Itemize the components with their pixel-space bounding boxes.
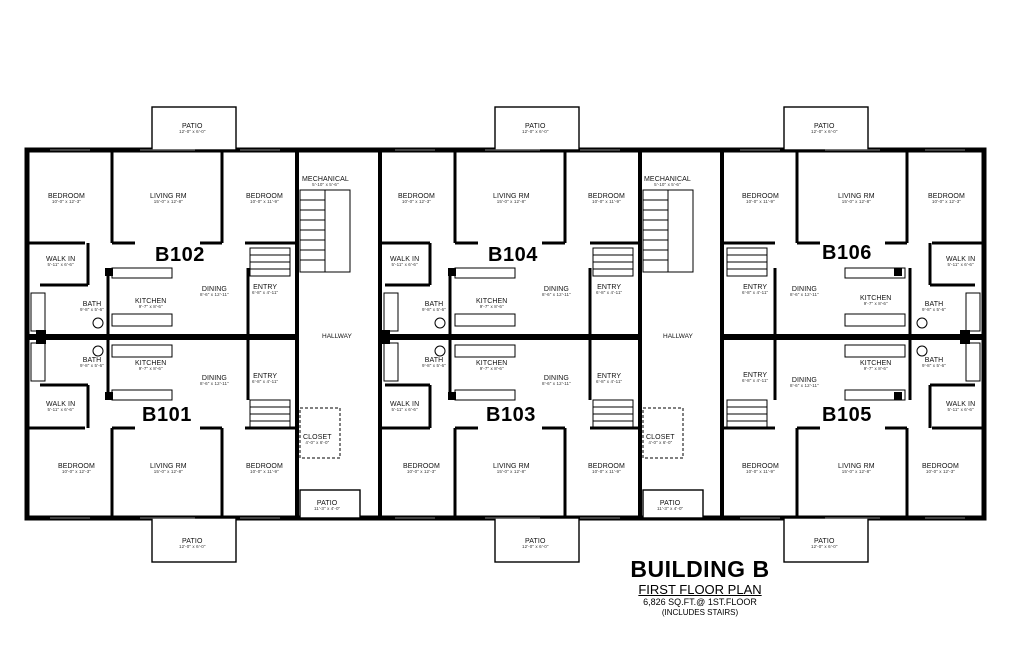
closet	[642, 407, 684, 459]
stairs-note: (INCLUDES STAIRS)	[661, 608, 739, 617]
area-note: 6,826 SQ.FT.@ 1ST.FLOOR	[643, 597, 757, 607]
plan-subtitle: FIRST FLOOR PLAN	[638, 582, 762, 597]
unit-label-b103: B103	[486, 404, 536, 426]
unit-label-b105: B105	[822, 404, 872, 426]
unit-label-b102: B102	[155, 244, 205, 266]
patio	[151, 517, 237, 563]
plan-title: BUILDING B	[630, 556, 770, 582]
unit-label-b101: B101	[142, 404, 192, 426]
patio	[783, 106, 869, 151]
patio	[783, 517, 869, 563]
bath-fixtures	[30, 292, 981, 382]
unit-label-b106: B106	[822, 242, 872, 264]
hallway-label: HALLWAY	[663, 333, 693, 340]
kitchen-counters	[111, 267, 906, 401]
patio	[642, 489, 704, 519]
hallway-label: HALLWAY	[322, 333, 352, 340]
unit-label-b104: B104	[488, 244, 538, 266]
stairs	[249, 189, 768, 429]
title-block: BUILDING B FIRST FLOOR PLAN 6,826 SQ.FT.…	[600, 556, 800, 618]
patio	[299, 489, 361, 519]
patio	[494, 517, 580, 563]
closet	[299, 407, 341, 459]
